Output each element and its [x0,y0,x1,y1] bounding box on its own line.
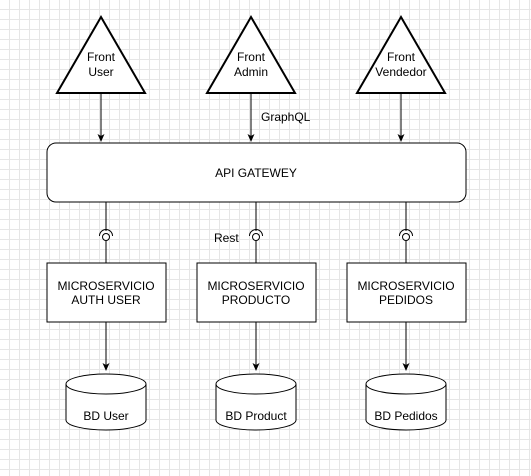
bd-user-label: BD User [83,409,128,423]
api-gateway-node: API GATEWEY [46,142,467,203]
rest-connector-auth [99,202,113,263]
rest-connector-pedidos [399,202,413,263]
microservice-pedidos-label-line1: MICROSERVICIO [357,279,454,293]
front-admin-label-line1: Front [237,50,266,64]
bd-product-label: BD Product [225,409,287,423]
front-user-label-line1: Front [87,50,116,64]
front-vendedor-node: Front Vendedor [355,15,447,94]
rest-connector-producto [249,202,263,263]
graphql-label: GraphQL [261,110,311,124]
bd-user-node: BD User [65,373,147,431]
bd-pedidos-label: BD Pedidos [374,409,437,423]
microservice-producto-label-line2: PRODUCTO [222,293,290,307]
front-user-label-line2: User [88,65,113,79]
front-user-node: Front User [55,15,147,94]
api-gateway-label: API GATEWEY [215,166,297,180]
microservice-pedidos-label-line2: PEDIDOS [379,293,433,307]
microservice-producto-node: MICROSERVICIO PRODUCTO [196,262,317,323]
front-admin-node: Front Admin [205,15,297,94]
bd-pedidos-node: BD Pedidos [365,373,447,431]
front-vendedor-label-line1: Front [387,50,416,64]
rest-label: Rest [214,231,239,245]
microservice-auth-user-node: MICROSERVICIO AUTH USER [46,262,167,323]
front-vendedor-label-line2: Vendedor [375,65,426,79]
front-admin-label-line2: Admin [234,65,268,79]
microservice-pedidos-node: MICROSERVICIO PEDIDOS [346,262,467,323]
microservice-auth-user-label-line1: MICROSERVICIO [57,279,154,293]
bd-product-node: BD Product [215,373,297,431]
microservice-auth-user-label-line2: AUTH USER [71,293,141,307]
microservice-producto-label-line1: MICROSERVICIO [207,279,304,293]
